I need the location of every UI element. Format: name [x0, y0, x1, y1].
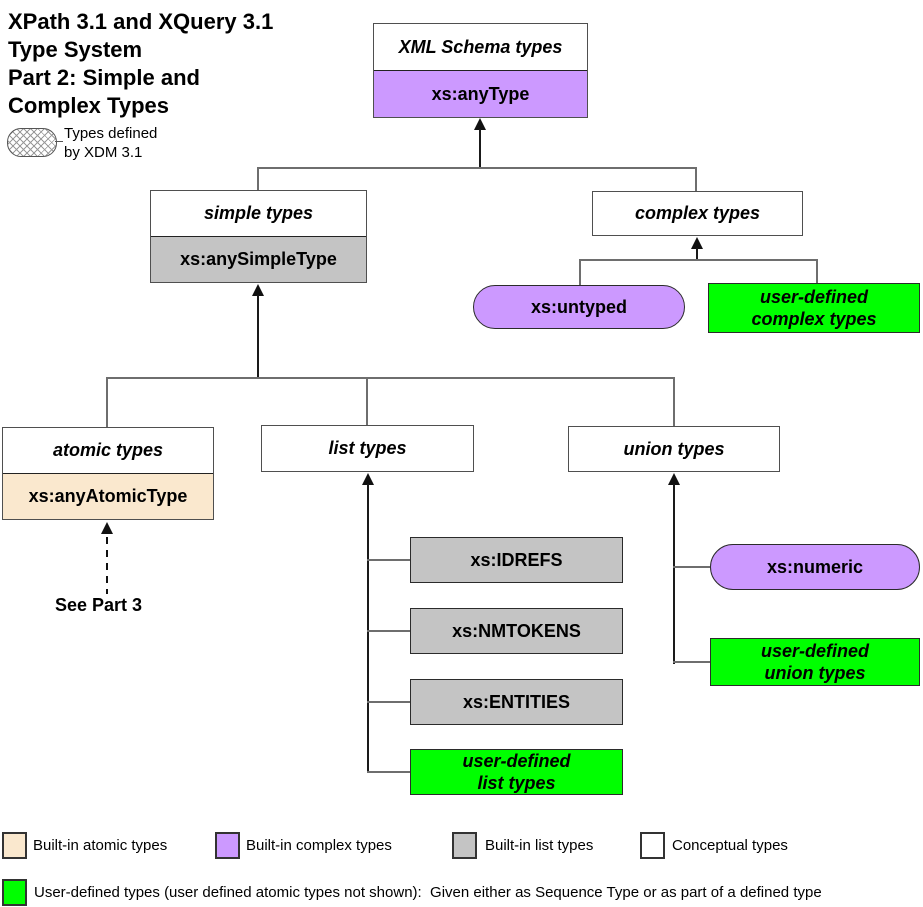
xdm-hatched-pill-icon [7, 128, 57, 157]
list-types-header: list types [328, 438, 407, 458]
arrow-up-to-anysimpletype [252, 284, 264, 296]
connector-stub-user-list [367, 771, 410, 773]
connector-simple-stem [257, 295, 259, 378]
node-xml-schema-types: XML Schema types xs:anyType [373, 23, 588, 118]
simple-types-header: simple types [203, 203, 314, 223]
title-line: XPath 3.1 and XQuery 3.1 [8, 9, 274, 34]
arrow-up-to-anytype [474, 118, 486, 130]
user-defined-list-line: list types [477, 773, 556, 793]
arrow-up-to-complex-types [691, 237, 703, 249]
arrow-up-to-list-types [362, 473, 374, 485]
legend-swatch-user-defined [2, 879, 27, 906]
node-user-defined-complex-types: user-defined complex types [708, 283, 920, 333]
xdm-legend-label: Types defined by XDM 3.1 [64, 124, 157, 162]
legend-swatch-builtin-list [452, 832, 477, 859]
user-defined-union-line: union types [764, 663, 866, 683]
title-line: Part 2: Simple and [8, 65, 200, 90]
connector-drop-untyped [579, 259, 581, 285]
legend-label-builtin-list: Built-in list types [485, 837, 594, 854]
connector-complex-branch [579, 259, 818, 261]
legend-swatch-conceptual [640, 832, 665, 859]
connector-stub-user-union [673, 661, 710, 663]
xs-anytype-label: xs:anyType [374, 70, 587, 117]
user-defined-union-line: user-defined [760, 641, 870, 661]
legend-label-builtin-complex: Built-in complex types [246, 837, 392, 854]
legend-swatch-builtin-complex [215, 832, 240, 859]
connector-stub-nmtokens [367, 630, 410, 632]
see-part-3-label: See Part 3 [55, 595, 143, 615]
user-defined-list-line: user-defined [462, 751, 571, 771]
connector-stub-numeric [673, 566, 710, 568]
connector-list-spine [367, 484, 369, 773]
node-user-defined-list-types: user-defined list types [410, 749, 623, 795]
connector-union-spine [673, 484, 675, 664]
node-union-types: union types [568, 426, 780, 472]
legend-label-user-defined: User-defined types (user defined atomic … [34, 884, 822, 901]
node-xs-untyped-pill: xs:untyped [473, 285, 685, 329]
connector-drop-complex [695, 167, 697, 191]
node-xs-idrefs: xs:IDREFS [410, 537, 623, 583]
atomic-types-header: atomic types [52, 440, 164, 460]
node-simple-types: simple types xs:anySimpleType [150, 190, 367, 283]
connector-see-part3-dashed [106, 537, 108, 594]
user-defined-complex-line: user-defined [759, 287, 869, 307]
union-types-header: union types [623, 438, 725, 459]
node-user-defined-union-types: user-defined union types [710, 638, 920, 686]
legend-swatch-builtin-atomic [2, 832, 27, 859]
node-xs-numeric-pill: xs:numeric [710, 544, 920, 590]
node-list-types: list types [261, 425, 474, 472]
node-atomic-types: atomic types xs:anyAtomicType [2, 427, 214, 520]
connector-drop-list [366, 377, 368, 425]
connector-drop-simple [257, 167, 259, 190]
user-defined-complex-line: complex types [751, 309, 877, 329]
connector-complex-stem [696, 248, 698, 261]
connector-drop-atomic [106, 377, 108, 427]
complex-types-header: complex types [634, 203, 761, 223]
connector-drop-user-complex [816, 259, 818, 283]
node-xs-entities: xs:ENTITIES [410, 679, 623, 725]
arrow-up-to-union-types [668, 473, 680, 485]
node-xs-nmtokens: xs:NMTOKENS [410, 608, 623, 654]
legend-label-conceptual: Conceptual types [672, 837, 788, 854]
connector-drop-union [673, 377, 675, 426]
node-complex-types: complex types [592, 191, 803, 236]
connector-stub-idrefs [367, 559, 410, 561]
arrow-up-to-atomic-types [101, 522, 113, 534]
connector-stub-entities [367, 701, 410, 703]
xs-anysimpletype-label: xs:anySimpleType [151, 236, 366, 282]
connector-anytype-stem [479, 129, 481, 168]
xdm-legend-line: Types defined [64, 125, 158, 142]
legend-label-builtin-atomic: Built-in atomic types [33, 837, 168, 854]
connector-top-branch [257, 167, 697, 169]
title-line: Complex Types [8, 93, 169, 118]
xdm-legend-tick [55, 141, 63, 142]
page-title: XPath 3.1 and XQuery 3.1 Type System Par… [8, 8, 273, 120]
xml-schema-types-header: XML Schema types [398, 36, 563, 57]
xs-anyatomictype-label: xs:anyAtomicType [3, 473, 213, 519]
connector-mid-branch [106, 377, 675, 379]
title-line: Type System [8, 37, 143, 62]
xdm-legend-line: by XDM 3.1 [64, 144, 143, 161]
